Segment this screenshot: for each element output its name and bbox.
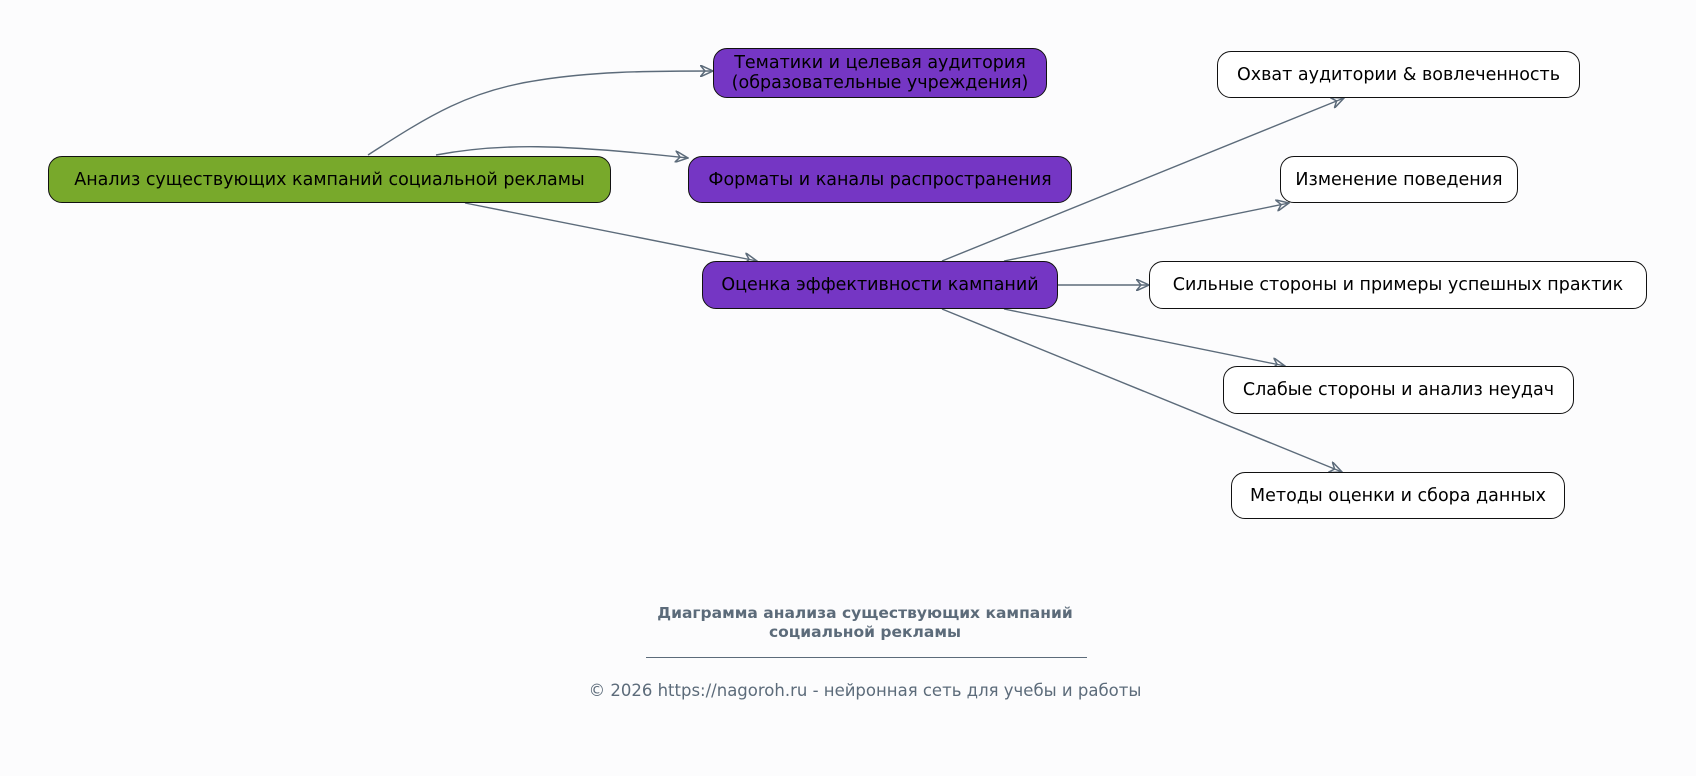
- node-root-label: Анализ существующих кампаний социальной …: [74, 169, 585, 190]
- node-weaknesses[interactable]: Слабые стороны и анализ неудач: [1223, 366, 1574, 414]
- node-root[interactable]: Анализ существующих кампаний социальной …: [48, 156, 611, 203]
- copyright-footer: © 2026 https://nagoroh.ru - нейронная се…: [588, 681, 1142, 700]
- node-topics-label-line2: (образовательные учреждения): [731, 73, 1029, 93]
- edge-root-evaluation: [464, 202, 757, 261]
- node-formats-label: Форматы и каналы распространения: [708, 169, 1052, 190]
- node-topics-label-line1: Тематики и целевая аудитория: [734, 53, 1026, 73]
- caption-divider: [646, 657, 1087, 658]
- node-evaluation[interactable]: Оценка эффективности кампаний: [702, 261, 1058, 309]
- diagram-title-line1: Диаграмма анализа существующих кампаний: [657, 604, 1073, 622]
- node-evaluation-label: Оценка эффективности кампаний: [721, 275, 1039, 295]
- edge-evaluation-weaknesses: [1003, 308, 1285, 366]
- node-strengths[interactable]: Сильные стороны и примеры успешных практ…: [1149, 261, 1647, 309]
- node-behavior[interactable]: Изменение поведения: [1280, 156, 1518, 203]
- node-strengths-label: Сильные стороны и примеры успешных практ…: [1172, 275, 1624, 295]
- node-methods[interactable]: Методы оценки и сбора данных: [1231, 472, 1565, 519]
- node-reach[interactable]: Охват аудитории & вовлеченность: [1217, 51, 1580, 98]
- diagram-title-line2: социальной рекламы: [768, 623, 962, 641]
- node-methods-label: Методы оценки и сбора данных: [1250, 485, 1546, 506]
- edge-evaluation-methods: [941, 308, 1342, 472]
- edge-root-formats: [435, 146, 688, 158]
- node-behavior-label: Изменение поведения: [1295, 169, 1503, 190]
- node-reach-label: Охват аудитории & вовлеченность: [1236, 64, 1561, 85]
- edge-root-topics: [367, 71, 713, 156]
- diagram-title: Диаграмма анализа существующих кампаний …: [0, 604, 1696, 642]
- node-weaknesses-label: Слабые стороны и анализ неудач: [1242, 380, 1555, 400]
- edge-evaluation-reach: [941, 98, 1344, 262]
- edge-evaluation-behavior: [1003, 203, 1289, 262]
- node-formats[interactable]: Форматы и каналы распространения: [688, 156, 1072, 203]
- node-topics[interactable]: Тематики и целевая аудитория (образовате…: [713, 48, 1047, 98]
